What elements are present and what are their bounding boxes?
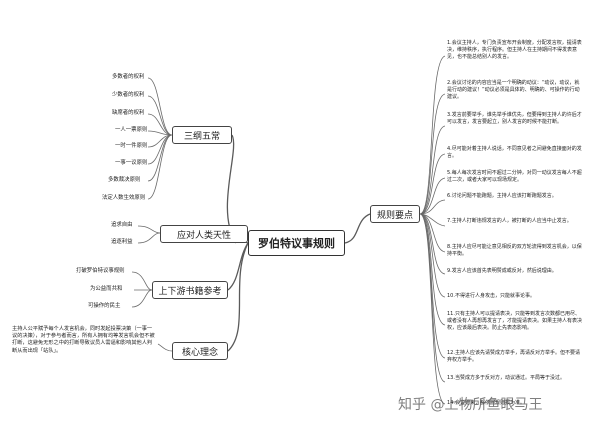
- rule-item: 8.主持人应尽可能让意见相反的双方轮流得到发言机会，以保持平衡。: [447, 244, 582, 257]
- hexin-paragraph: 主持人公平赋予每个人发言机会，同时发起投票决策（一事一议的决策），对于参与者而言…: [12, 326, 155, 354]
- sanguan-item: 缺席者的权利: [112, 110, 145, 116]
- branch-sanguan[interactable]: 三纲五常: [172, 126, 232, 144]
- sanguan-item: 多数裁决原则: [108, 177, 141, 183]
- sanguan-item: 一人一票原则: [115, 127, 148, 133]
- rule-connectors: [419, 55, 446, 405]
- branch-guize[interactable]: 规则要点: [370, 205, 420, 223]
- sanguan-item: 多数者的权利: [112, 74, 145, 80]
- branch-hexin[interactable]: 核心理念: [172, 342, 228, 360]
- rule-item: 10.不得进行人身攻击，只能就事论事。: [447, 293, 535, 299]
- watermark: 知乎 @上物所鱼眼马王: [398, 397, 543, 413]
- shangxia-item: 打破罗伯特议事规则: [76, 268, 125, 274]
- branch-renlei[interactable]: 应对人类天性: [160, 225, 248, 243]
- rule-item: 13.当赞成方多于反对方，动议通过。平局等于没过。: [447, 375, 565, 381]
- leaf-connectors: [131, 77, 173, 352]
- renlei-item: 追逐利益: [111, 239, 133, 245]
- sanguan-item: 少数者的权利: [112, 92, 145, 98]
- rule-item: 1.会议主持人，专门负责宣布开会制度，分配发言权，提请表决，维持秩序，执行程序。…: [447, 40, 582, 60]
- rule-item: 4.尽可能对着主持人说话，不同意见者之间避免直接面对的发言。: [447, 146, 582, 159]
- shangxia-item: 可操作的民主: [88, 303, 121, 309]
- rule-item: 11.只有主持人可以提请表决，只能等到发言次数都已用尽、或者没有人再想再发言了，…: [447, 311, 583, 331]
- rule-item: 12.主持人应该先请赞成方举手，再请反对方举手。但不要请弃权方举手。: [447, 350, 580, 363]
- sanguan-item: 一事一议原则: [115, 160, 148, 166]
- center-connectors: [226, 134, 371, 352]
- rule-item: 6.讨论问题不能跑题，主持人应该打断跑题发言。: [447, 193, 557, 199]
- rule-item: 3.发言前要举手，谁先举手谁优先，但要得到主持人的许后才可以发言，发言要起立，别…: [447, 112, 582, 125]
- rule-item: 7.主持人打断违规发言的人，被打断的人应当中止发言。: [447, 218, 572, 224]
- sanguan-item: 一时一件原则: [115, 143, 148, 149]
- rule-item: 5.每人每次发言时间不超过二分钟，对同一动议发言每人不超过二次，或者大家可以现场…: [447, 170, 582, 183]
- renlei-item: 追求自由: [111, 222, 133, 228]
- central-topic[interactable]: 罗伯特议事规则: [248, 230, 345, 256]
- rule-item: 9.发言人应该首先表明赞成或反对，然后说理由。: [447, 268, 557, 274]
- shangxia-item: 为公益而共和: [90, 286, 123, 292]
- rule-item: 2.会议讨论的内容应当是一个明确的动议：“动议，动议，就是行动的建议！”动议必须…: [447, 80, 580, 100]
- sanguan-item: 法定人数生效原则: [102, 195, 146, 201]
- branch-shangxia[interactable]: 上下游书籍参考: [152, 281, 228, 299]
- rule-item: 14.会议结束，都依照规则报为准。: [447, 400, 525, 406]
